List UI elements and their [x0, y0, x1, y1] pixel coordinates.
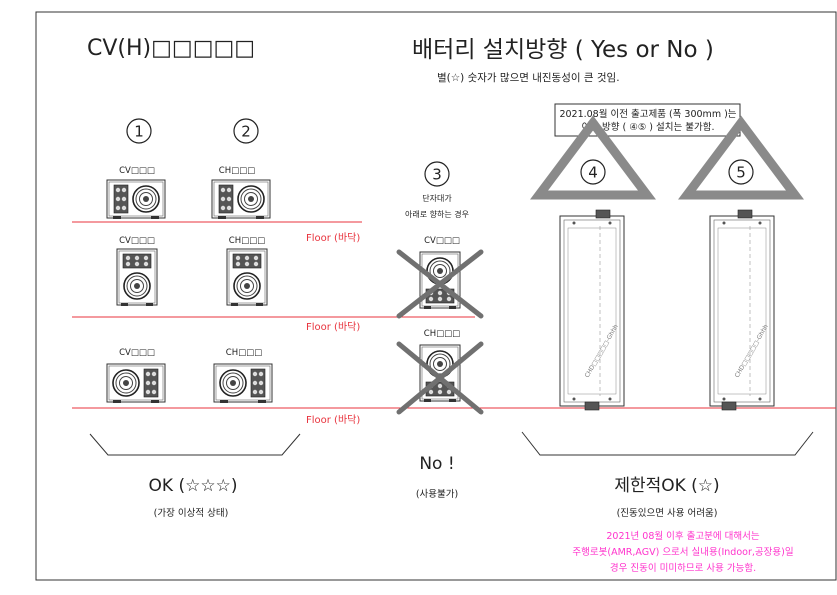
ok-result-label: OK (☆☆☆) [149, 476, 238, 496]
bottom-note-line-2: 주행로봇(AMR,AGV) 으로서 실내용(Indoor,공장용)일 [572, 546, 793, 558]
case-number-5: 5 [736, 164, 746, 182]
floor-label-1: Floor (바닥) [306, 232, 360, 244]
battery-unit-ch-row3 [213, 363, 273, 404]
case5-top-terminal [737, 209, 753, 219]
unit-label-ch-row2: CH□□□ [229, 236, 265, 246]
battery-unit-cv-row3 [106, 363, 166, 404]
no-result-sub: (사용불가) [416, 489, 458, 500]
case-number-5-circle [728, 159, 754, 185]
notice-line-2: 이런 방향 ( ④⑤ ) 설치는 불가함. [582, 121, 715, 133]
unit-label-cv-case3: CV□□□ [424, 236, 460, 246]
case5-bottom-terminal [721, 401, 737, 411]
battery-unit-cv-row1 [106, 179, 166, 220]
case-number-4-circle [580, 159, 606, 185]
battery-unit-case4 [559, 215, 625, 407]
limited-result-label: 제한적OK (☆) [614, 476, 719, 496]
case-number-4: 4 [588, 164, 598, 182]
no-result-label: No ! [419, 454, 454, 474]
bottom-note-line-1: 2021년 08월 이후 출고분에 대해서는 [606, 530, 759, 542]
bottom-note-line-3: 경우 진동이 미미하므로 사용 가능함. [610, 562, 756, 574]
battery-unit-ch-case3 [419, 344, 461, 403]
page-title: CV(H)□□□□□ [87, 36, 255, 61]
case-number-1-circle [126, 118, 152, 144]
case-number-3: 3 [432, 166, 442, 184]
unit-label-ch-row3: CH□□□ [226, 348, 262, 358]
battery-unit-ch-row2 [226, 248, 268, 307]
case-number-1: 1 [134, 123, 144, 141]
case3-note-line-1: 단자대가 [422, 193, 452, 203]
ok-bracket [89, 433, 301, 456]
ok-result-sub: (가장 이상적 상태) [154, 507, 229, 519]
case-number-2: 2 [241, 123, 251, 141]
battery-unit-cv-row2 [116, 248, 158, 307]
battery-unit-ch-row1 [211, 179, 271, 220]
floor-label-2: Floor (바닥) [306, 321, 360, 333]
case-number-2-circle [233, 118, 259, 144]
cross-mark-2-b [396, 341, 484, 415]
cross-mark-1-b [396, 249, 484, 319]
unit-label-ch-case3: CH□□□ [424, 329, 460, 339]
battery-unit-cv-case3 [419, 251, 461, 310]
battery-unit-case5 [709, 215, 775, 407]
warning-triangle-4 [530, 115, 656, 200]
limited-result-sub: (진동있으면 사용 어려움) [617, 507, 718, 519]
case-number-3-circle [424, 161, 450, 187]
warning-triangle-5 [678, 115, 804, 200]
star-legend-note: 별(☆) 숫자가 많으면 내진동성이 큰 것임. [437, 71, 620, 84]
unit-label-ch-row1: CH□□□ [219, 166, 255, 176]
case4-top-terminal [595, 209, 611, 219]
notice-line-1: 2021.08월 이전 출고제품 (폭 300mm )는 [559, 108, 736, 120]
case4-bottom-terminal [584, 401, 600, 411]
page-heading: 배터리 설치방향 ( Yes or No ) [412, 37, 714, 63]
unit-label-cv-row1: CV□□□ [119, 166, 155, 176]
unit-label-cv-row2: CV□□□ [119, 236, 155, 246]
unit-label-cv-row3: CV□□□ [119, 348, 155, 358]
limited-bracket [521, 431, 814, 456]
floor-label-3: Floor (바닥) [306, 414, 360, 426]
diagram-border [35, 11, 837, 581]
case3-note-line-2: 아래로 향하는 경우 [405, 209, 469, 219]
